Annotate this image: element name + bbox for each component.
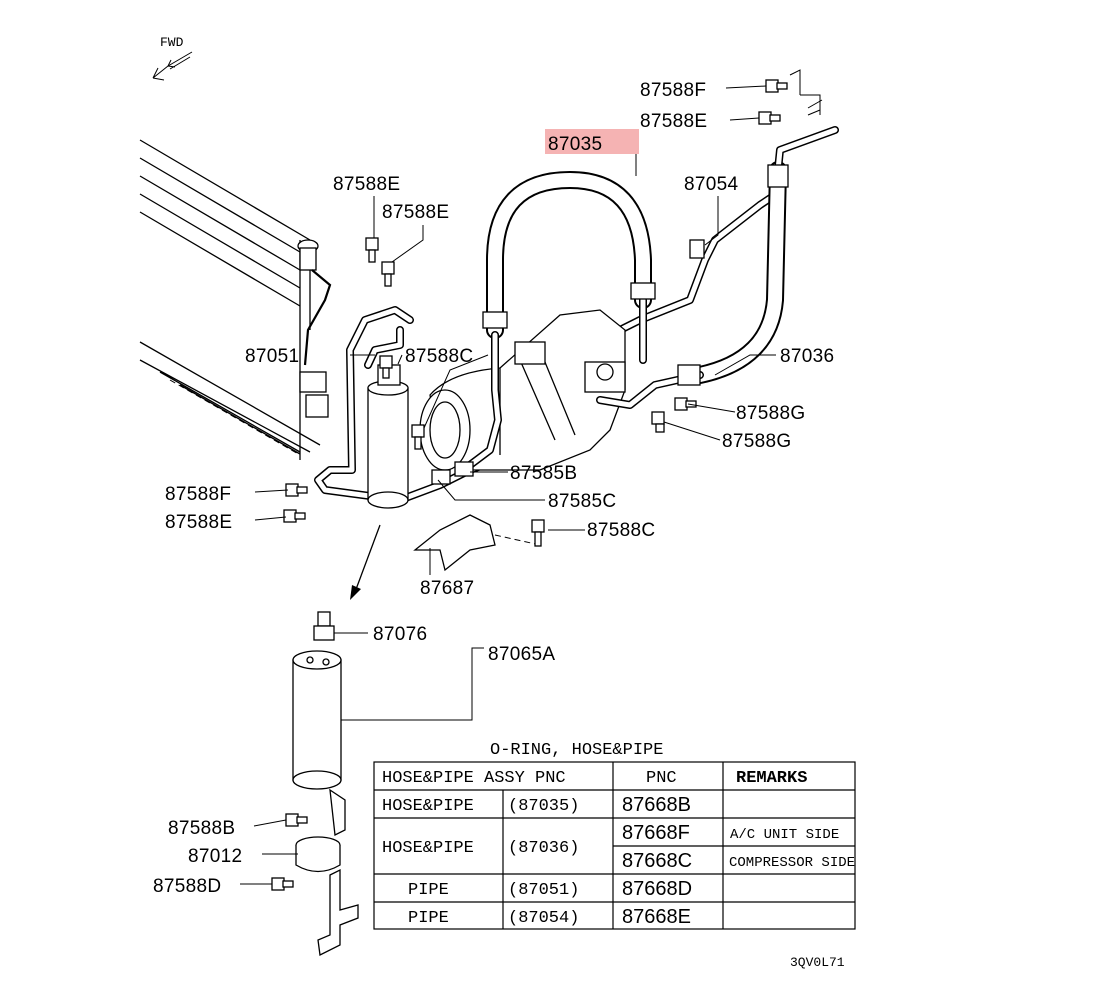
- callout-87065A: 87065A: [488, 644, 555, 665]
- svg-text:PIPE: PIPE: [408, 881, 449, 900]
- callout-87012: 87012: [188, 846, 242, 867]
- compressor: [419, 309, 626, 471]
- callout-87588F-top: 87588F: [640, 80, 706, 101]
- svg-text:(87036): (87036): [508, 839, 579, 858]
- svg-text:87668E: 87668E: [622, 906, 691, 928]
- bolt-icon: [379, 355, 393, 379]
- bolts: [271, 79, 788, 891]
- svg-text:HOSE&PIPE: HOSE&PIPE: [382, 839, 474, 858]
- callout-87588G-1: 87588G: [736, 403, 805, 424]
- bolt-icon: [651, 411, 665, 433]
- leader-lines: [240, 69, 823, 885]
- svg-text:HOSE&PIPE: HOSE&PIPE: [382, 797, 474, 816]
- callout-87588C-low: 87588C: [587, 520, 655, 541]
- callout-87588E-left1: 87588E: [333, 174, 400, 195]
- callouts: 87588F 87588E 87035 87054 87588E 87588E …: [153, 80, 834, 897]
- bolt-icon: [758, 111, 781, 125]
- callout-87588D: 87588D: [153, 876, 221, 897]
- fwd-arrow: FWD: [152, 35, 193, 81]
- bolt-icon: [381, 261, 395, 287]
- table-header-assy: HOSE&PIPE ASSY PNC: [382, 769, 566, 788]
- svg-text:PIPE: PIPE: [408, 909, 449, 928]
- condenser: [139, 139, 332, 460]
- bolt-icon: [365, 237, 379, 263]
- svg-text:COMPRESSOR SIDE: COMPRESSOR SIDE: [729, 855, 855, 871]
- svg-text:(87054): (87054): [508, 909, 579, 928]
- bracket-87687: [413, 514, 541, 572]
- hose-87036: [596, 126, 839, 409]
- fwd-label: FWD: [160, 35, 184, 50]
- bolt-icon: [283, 509, 306, 523]
- callout-87588E-left2: 87588E: [382, 202, 449, 223]
- svg-text:87668F: 87668F: [622, 822, 690, 844]
- svg-text:(87035): (87035): [508, 797, 579, 816]
- bolt-icon: [765, 79, 788, 93]
- callout-87585B: 87585B: [510, 463, 577, 484]
- callout-87588E-left3: 87588E: [165, 512, 232, 533]
- svg-text:87668C: 87668C: [622, 850, 692, 872]
- receiver-drier-exploded: [292, 611, 342, 790]
- callout-87687: 87687: [420, 578, 474, 599]
- table-row: 87668C COMPRESSOR SIDE: [622, 850, 855, 872]
- table-header-pnc: PNC: [646, 769, 677, 788]
- bolt-icon: [674, 397, 697, 411]
- bolt-icon: [531, 519, 545, 547]
- svg-text:87668D: 87668D: [622, 878, 692, 900]
- callout-87585C: 87585C: [548, 491, 616, 512]
- table-title: O-RING, HOSE&PIPE: [490, 741, 663, 760]
- callout-87035: 87035: [548, 134, 602, 155]
- svg-text:(87051): (87051): [508, 881, 579, 900]
- oring-table: O-RING, HOSE&PIPE HOSE&PIPE ASSY PNC PNC…: [373, 741, 856, 930]
- callout-87036: 87036: [780, 346, 834, 367]
- clamps: [431, 239, 705, 485]
- bolt-icon: [285, 813, 308, 827]
- callout-highlight: [545, 129, 639, 154]
- drier-bracket: [295, 788, 359, 956]
- callout-87588F-left: 87588F: [165, 484, 231, 505]
- bolt-icon: [285, 483, 308, 497]
- callout-87054: 87054: [684, 174, 738, 195]
- bolt-icon: [271, 877, 294, 891]
- table-header-remarks: REMARKS: [736, 769, 807, 788]
- figure-code: 3QV0L71: [790, 955, 845, 970]
- callout-87588G-2: 87588G: [722, 431, 791, 452]
- callout-87076: 87076: [373, 624, 427, 645]
- table-row: PIPE (87051) 87668D: [408, 878, 692, 900]
- callout-87051: 87051: [245, 346, 299, 367]
- table-row: HOSE&PIPE (87036) 87668F A/C UNIT SIDE: [382, 822, 839, 858]
- callout-87588E-top: 87588E: [640, 111, 707, 132]
- callout-87588B: 87588B: [168, 818, 235, 839]
- svg-text:A/C UNIT SIDE: A/C UNIT SIDE: [730, 827, 839, 843]
- bolt-icon: [411, 424, 425, 450]
- explode-arrow: [350, 524, 381, 600]
- callout-87588C-mid: 87588C: [405, 346, 473, 367]
- table-row: HOSE&PIPE (87035) 87668B: [382, 794, 691, 816]
- svg-text:87668B: 87668B: [622, 794, 691, 816]
- table-row: PIPE (87054) 87668E: [408, 906, 691, 928]
- hose-87035: [466, 170, 656, 469]
